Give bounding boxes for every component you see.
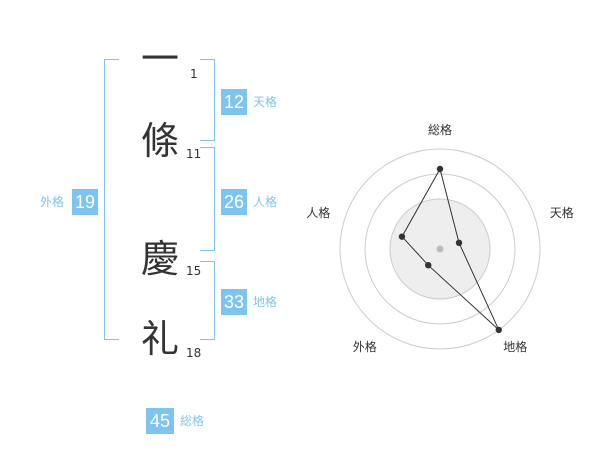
radar-point-5 — [398, 233, 406, 240]
name-char-4: 礼 — [141, 317, 180, 361]
chikaku-value: 33 — [221, 289, 247, 315]
stroke-count-4: 18 — [186, 346, 202, 360]
jinkaku-label: 人格 — [253, 195, 278, 209]
radar-point-4 — [425, 261, 432, 269]
name-char-3: 慶 — [141, 237, 180, 281]
gaikaku-bracket — [104, 59, 119, 340]
radar-ring-3 — [364, 173, 516, 325]
radar-polygon — [401, 167, 500, 331]
jinkaku-bracket — [200, 147, 215, 251]
soukaku-label: 総格 — [180, 414, 205, 428]
chikaku-bracket — [200, 261, 215, 340]
radar-point-1 — [436, 165, 444, 173]
jinkaku-value: 26 — [221, 189, 247, 215]
radar-axis-label-2: 天格 — [550, 205, 574, 220]
radar-ring-4 — [339, 148, 541, 350]
gaikaku-value: 19 — [72, 189, 98, 215]
radar-axis-label-4: 外格 — [353, 339, 377, 354]
soukaku-value: 45 — [146, 408, 174, 434]
tenkaku-bracket — [200, 59, 215, 141]
stroke-count-3: 15 — [186, 264, 202, 278]
tenkaku-value: 12 — [221, 89, 247, 115]
chikaku-label: 地格 — [253, 295, 278, 309]
radar-point-2 — [455, 239, 463, 247]
stroke-count-2: 11 — [186, 147, 202, 161]
radar-axis-label-1: 総格 — [428, 122, 452, 137]
radar-axis-label-3: 地格 — [503, 339, 527, 354]
radar-axis-label-5: 人格 — [306, 205, 330, 220]
radar-point-3 — [495, 326, 502, 334]
tenkaku-label: 天格 — [253, 95, 278, 109]
name-char-2: 條 — [141, 119, 180, 163]
name-char-1: 一 — [141, 37, 180, 81]
stroke-count-1: 1 — [190, 67, 198, 81]
gaikaku-label: 外格 — [40, 195, 65, 209]
radar-center-dot — [436, 245, 444, 253]
